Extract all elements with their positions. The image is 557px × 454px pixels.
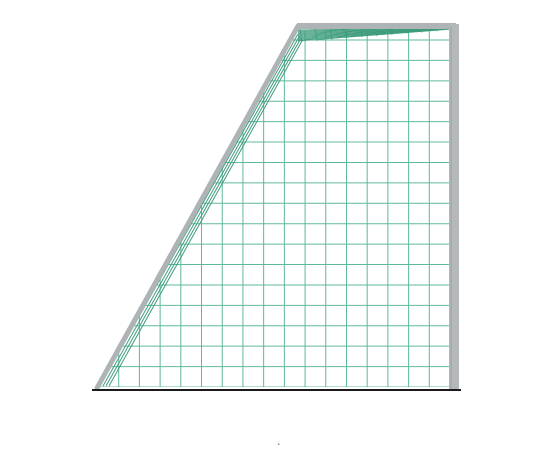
goal-side-bar	[94, 23, 301, 391]
net-top-strand	[374, 27, 378, 37]
net-top-strand	[329, 27, 333, 40]
net-mesh	[98, 31, 450, 387]
net-side-strand	[105, 37, 302, 387]
net-top-strand	[359, 27, 363, 38]
net-side-strand	[102, 35, 300, 387]
net-top-strand	[314, 27, 318, 41]
net-top-strand	[389, 27, 393, 35]
net-top-strand	[297, 28, 451, 42]
net-top-strand	[299, 27, 303, 43]
net-side-strand	[108, 39, 303, 387]
goal-post-right	[449, 24, 459, 389]
net-top-strand	[344, 27, 348, 39]
footer-mark: `	[277, 443, 281, 454]
